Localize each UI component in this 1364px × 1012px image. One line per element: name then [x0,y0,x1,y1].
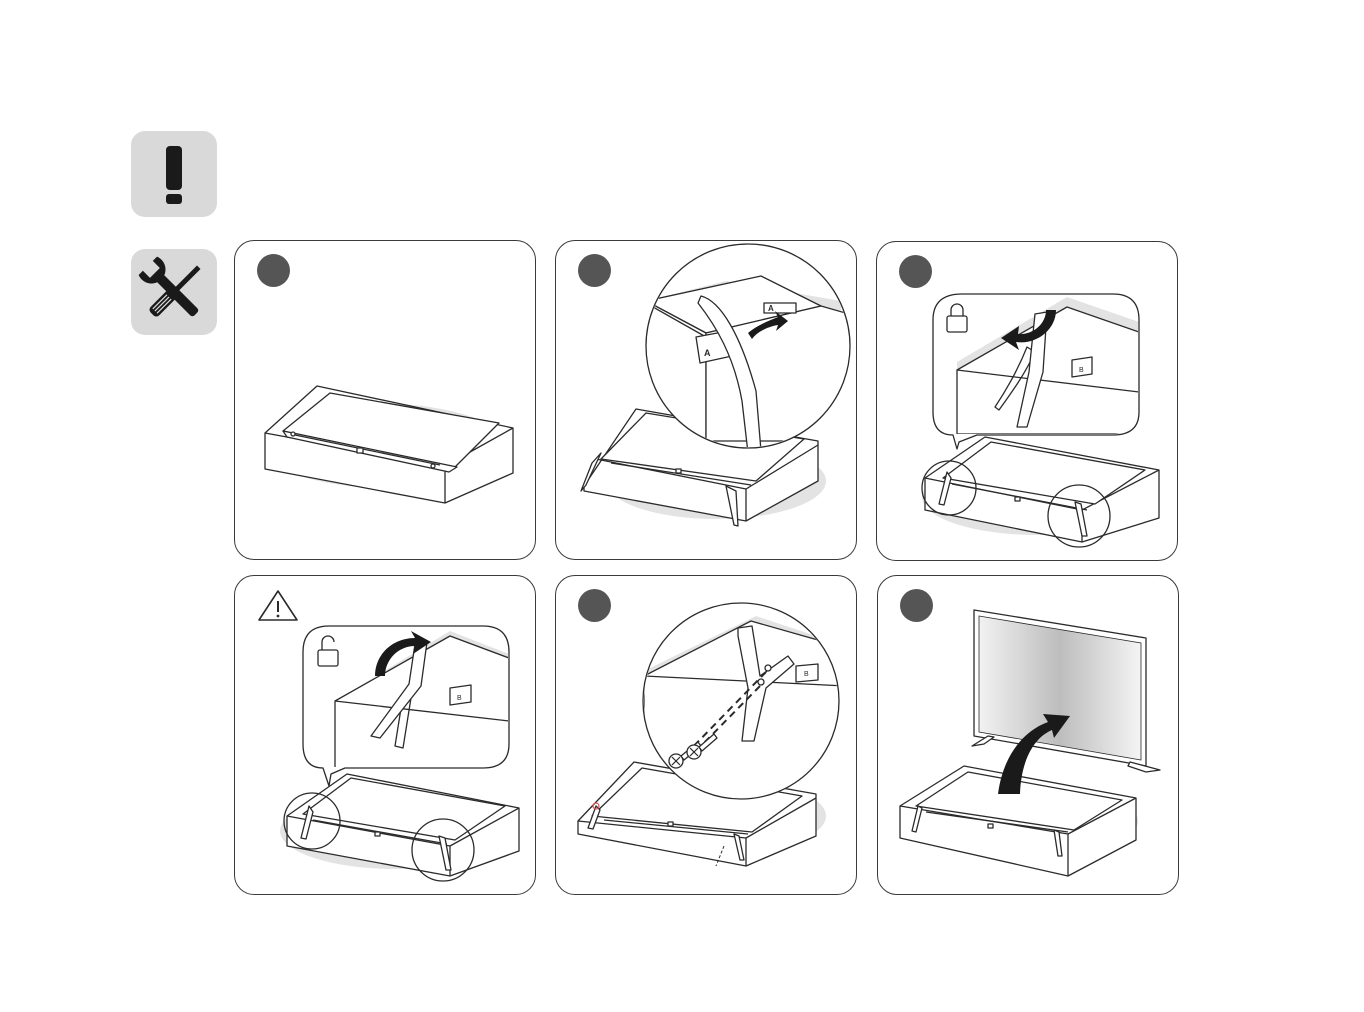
step-4-panel: B [234,575,536,895]
step-badge [900,589,933,622]
svg-text:B: B [1079,367,1084,374]
step-badge [257,254,290,287]
screwdriver-wrench-icon [131,249,217,335]
screw-stand-illustration: B [556,576,857,895]
lock-stand-illustration: B [877,242,1178,561]
step-3-panel: B [876,241,1178,561]
step-2-panel: A A [555,240,857,560]
warning-triangle-icon [259,591,297,620]
tv-face-down-on-box-illustration [235,241,536,560]
svg-text:B: B [457,695,462,702]
step-6-panel [877,575,1179,895]
attach-stand-illustration: A A [556,241,857,560]
step-1-panel [234,240,536,560]
unlock-stand-warning-illustration: B [235,576,536,895]
svg-text:A: A [704,348,711,358]
step-badge [578,254,611,287]
step-5-panel: B [555,575,857,895]
svg-text:A: A [768,304,774,313]
tools-icon [131,249,217,335]
step-badge [578,589,611,622]
exclamation-icon [131,131,217,217]
step-badge [899,255,932,288]
lift-tv-upright-illustration [878,576,1179,895]
svg-text:B: B [804,671,809,678]
caution-icon [131,131,217,217]
